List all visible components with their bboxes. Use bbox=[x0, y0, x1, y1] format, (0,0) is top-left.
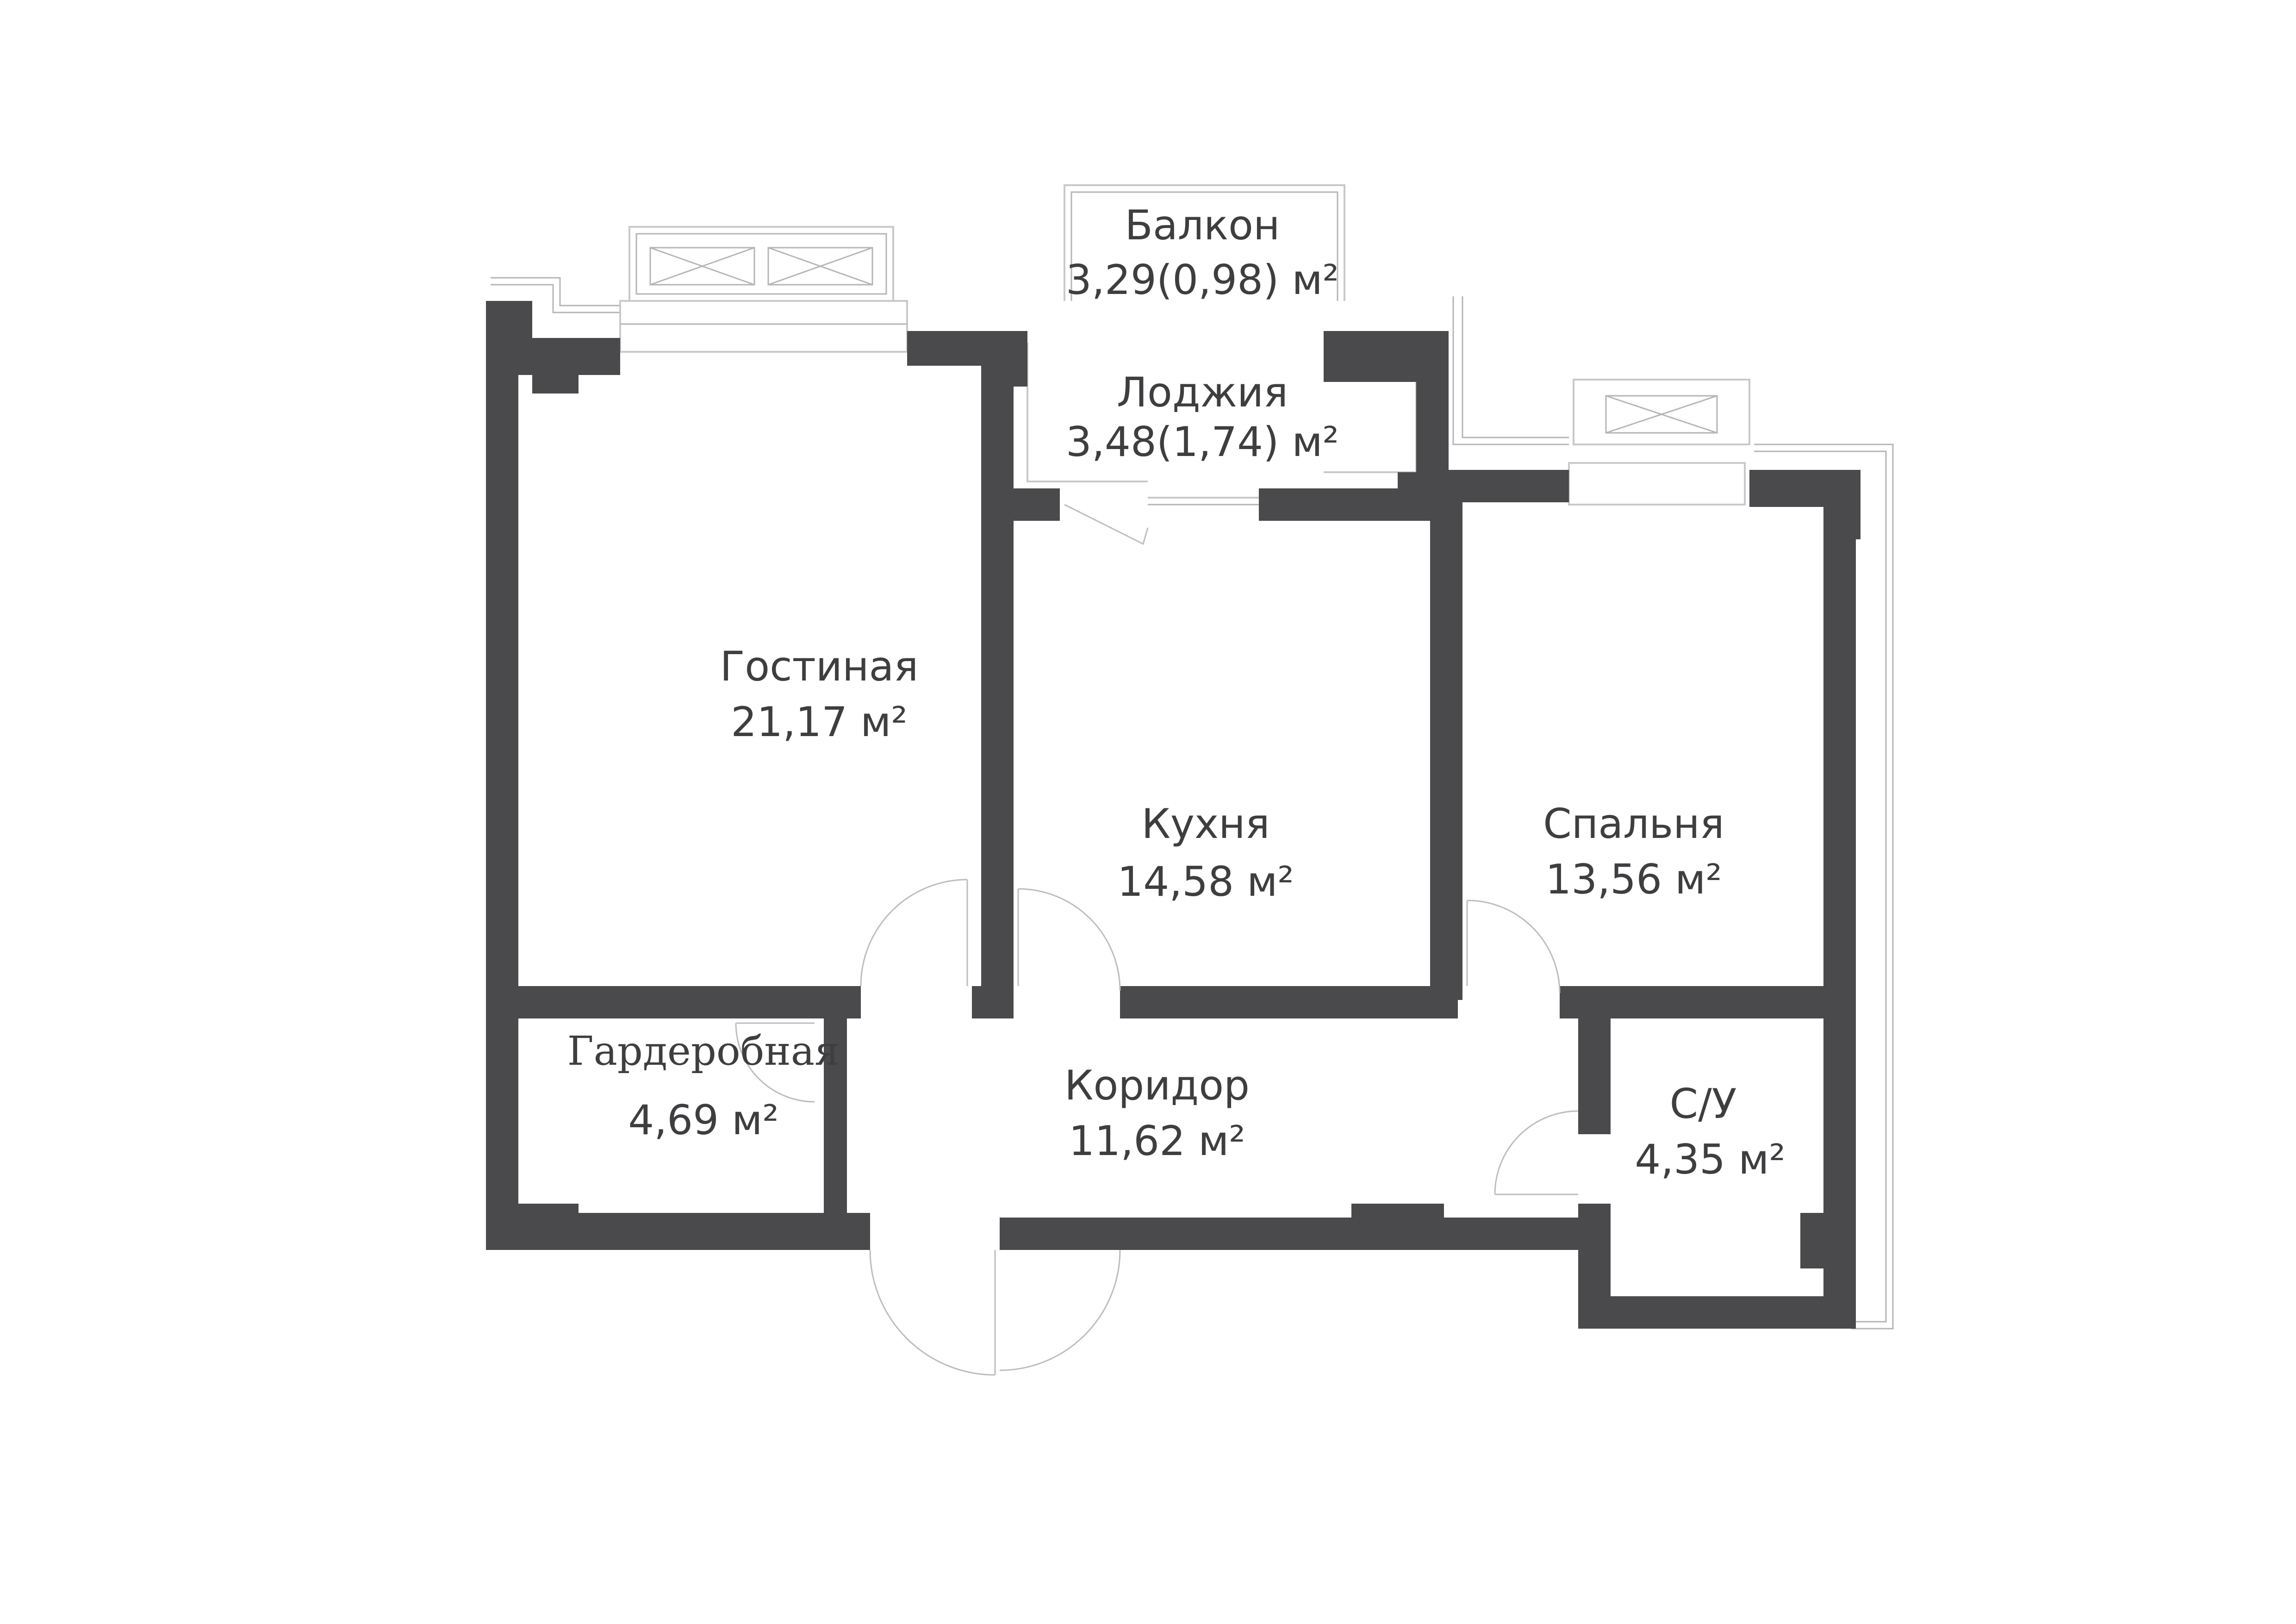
bedroom-name: Спальня bbox=[1543, 800, 1724, 848]
bathroom-area: 4,35 м² bbox=[1635, 1136, 1786, 1183]
loggia-area: 3,48(1,74) м² bbox=[1066, 418, 1339, 466]
bathroom-name: С/У bbox=[1670, 1080, 1737, 1128]
thin-outlines bbox=[491, 184, 1894, 1330]
living-area: 21,17 м² bbox=[731, 698, 908, 746]
kitchen-door-arc bbox=[1018, 888, 1121, 991]
window-right bbox=[1568, 462, 1746, 506]
loggia-outline bbox=[1027, 343, 1148, 482]
room-labels: Балкон 3,29(0,98) м² Лоджия 3,48(1,74) м… bbox=[567, 201, 1786, 1183]
living-door-arc bbox=[860, 879, 968, 987]
kitchen-name: Кухня bbox=[1141, 800, 1269, 848]
corridor-name: Коридор bbox=[1064, 1062, 1250, 1109]
doors bbox=[735, 504, 1579, 1376]
balcony-name: Балкон bbox=[1125, 201, 1280, 249]
window-box-left bbox=[628, 226, 894, 302]
walls bbox=[486, 301, 1860, 1329]
wardrobe-area: 4,69 м² bbox=[628, 1096, 779, 1144]
kitchen-area: 14,58 м² bbox=[1117, 858, 1294, 906]
bedroom-door-arc bbox=[1467, 899, 1561, 993]
entrance-door-arc bbox=[869, 1249, 996, 1376]
window-left bbox=[619, 300, 908, 353]
living-name: Гостиная bbox=[720, 643, 919, 690]
window-box-right bbox=[1573, 379, 1750, 445]
wardrobe-door-arc bbox=[735, 1023, 815, 1103]
bedroom-area: 13,56 м² bbox=[1545, 856, 1722, 903]
bathroom-door-arc bbox=[1494, 1110, 1579, 1195]
balcony-area: 3,29(0,98) м² bbox=[1066, 256, 1339, 304]
wardrobe-name: Гардеробная bbox=[567, 1028, 840, 1074]
balcony-outline bbox=[1064, 184, 1345, 301]
corridor-area: 11,62 м² bbox=[1069, 1117, 1245, 1165]
loggia-name: Лоджия bbox=[1117, 369, 1288, 416]
loggia-door-leaf bbox=[1064, 504, 1149, 545]
